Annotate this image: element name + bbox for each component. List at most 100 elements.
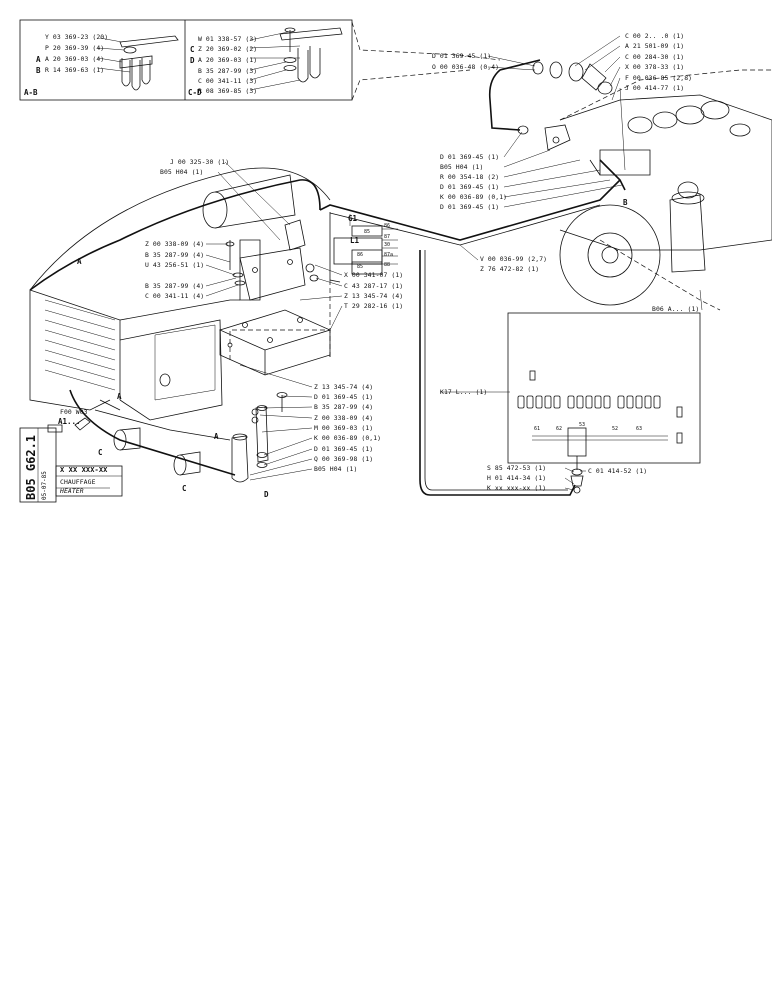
inset-frame	[19, 19, 353, 101]
panel-num-61: 61	[534, 426, 541, 432]
panel-switch	[526, 395, 534, 409]
title-block-part-no: X XX XXX-XX	[60, 466, 108, 474]
title-block-subtitle: HEATER	[60, 487, 84, 495]
ll-label-1: B 35 287-99 (4)	[145, 282, 205, 290]
relay-pin-3: 87	[384, 234, 391, 240]
bm-label-5: M 00 369-03 (1)	[314, 424, 374, 432]
relay-pin-7: 88	[384, 262, 391, 268]
panel-switch	[617, 395, 625, 409]
inset-cd-letter-c: C	[190, 45, 195, 54]
inset-ab-label-2: P 20 369-39 (4)	[45, 44, 105, 52]
inset-cd-parts	[249, 27, 343, 91]
callout-letter-b: B	[623, 198, 628, 207]
lm-label-1: Z 00 338-09 (4)	[145, 240, 205, 248]
bm-label-1: Z 13 345-74 (4)	[314, 383, 374, 391]
inset-cd-caption: C-D	[188, 88, 202, 97]
ll-label-2: C 00 341-11 (4)	[145, 292, 205, 300]
panel-switch	[576, 395, 584, 409]
inset-cd-label-6: R 08 369-85 (3)	[198, 87, 258, 95]
tr-label-5: F 00 036-85 (2,8)	[625, 74, 693, 82]
relay-pin-8: 85	[357, 264, 364, 270]
lower-fittings	[47, 392, 288, 483]
panel-switch	[535, 395, 543, 409]
callout-letter-a-2: A	[117, 392, 122, 401]
inset-ab-parts	[97, 35, 179, 91]
panel-switch	[544, 395, 552, 409]
panel-num-62: 62	[556, 426, 563, 432]
c-label-2: C 43 287-17 (1)	[344, 282, 404, 290]
mr-label-4: D 01 369-45 (1)	[440, 183, 500, 191]
title-block-code: B05 G62.1	[24, 434, 38, 500]
mr-label-3: R 00 354-18 (2)	[440, 173, 500, 181]
callout-letter-a: A	[77, 257, 82, 266]
panel-switch	[585, 395, 593, 409]
inset-cd-label-5: C 00 341-11 (3)	[198, 77, 258, 85]
mr-label-1: D 01 369-45 (1)	[440, 153, 500, 161]
panel-bottom-label-3: K xx xxx-xx (1)	[487, 484, 547, 492]
engine-drawing	[559, 94, 772, 306]
callout-letter-d: D	[264, 490, 269, 499]
callout-letter-c: C	[98, 448, 103, 457]
inset-ab-label-3: A 20 369-03 (4)	[45, 55, 105, 63]
panel-c01-label: C 01 414-52 (1)	[588, 467, 648, 475]
title-block-title: CHAUFFAGE	[60, 478, 96, 486]
lm-label-3: U 43 256-51 (1)	[145, 261, 205, 269]
panel-k17-label: K17 L... (1)	[440, 388, 488, 396]
heater-cabin-box	[29, 167, 332, 421]
inset-cd-letter-d: D	[190, 56, 195, 65]
panel-switch	[517, 395, 525, 409]
marker-a1: A1...	[58, 417, 81, 426]
bm-label-4: Z 00 338-09 (4)	[314, 414, 374, 422]
tm-label-2: O 00 036-48 (0,4)	[432, 63, 500, 71]
inset-ab-label-1: Y 03 369-23 (20)	[45, 33, 109, 41]
inset-cd-label-3: A 20 369-03 (1)	[198, 56, 258, 64]
hose-label-2: Z 76 472-82 (1)	[480, 265, 540, 273]
engine-label-1: J 00 325-30 (1)	[170, 158, 230, 166]
callout-letter-c-2: C	[182, 484, 187, 493]
panel-switch	[594, 395, 602, 409]
c-label-1: X 00 341-07 (1)	[344, 271, 404, 279]
inset-ab-letter-b: B	[36, 66, 41, 75]
tr-label-3: C 00 284-30 (1)	[625, 53, 685, 61]
c-label-4: T 29 282-16 (1)	[344, 302, 404, 310]
relay-l1: L1	[350, 236, 360, 245]
tr-label-1: C 00 2.. .0 (1)	[625, 32, 685, 40]
inset-cd-label-2: Z 20 369-02 (2)	[198, 45, 258, 53]
bm-label-3: B 35 287-99 (4)	[314, 403, 374, 411]
relay-pin-4: 30	[384, 242, 391, 248]
leader-lines	[205, 35, 703, 491]
panel-bottom-label-2: H 01 414-34 (1)	[487, 474, 547, 482]
panel-switch-row	[517, 395, 661, 409]
relay-pin-1: 85	[364, 229, 371, 235]
relay-pin-2: 86	[384, 223, 391, 229]
tr-label-4: X 00 378-33 (1)	[625, 63, 685, 71]
lm-label-2: B 35 287-99 (4)	[145, 251, 205, 259]
relay-pin-5: 86	[357, 252, 364, 258]
inset-cd-label-1: W 01 338-57 (3)	[198, 35, 258, 43]
bm-label-2: D 01 369-45 (1)	[314, 393, 374, 401]
title-block-frame	[19, 427, 123, 503]
mr-label-6: D 01 369-45 (1)	[440, 203, 500, 211]
panel-switch	[603, 395, 611, 409]
panel-num-63: 63	[636, 426, 643, 432]
engine-label-2: B05 H04 (1)	[160, 168, 204, 176]
bm-label-7: D 01 369-45 (1)	[314, 445, 374, 453]
inset-ab-label-4: R 14 369-63 (1)	[45, 66, 105, 74]
bm-label-6: K 00 036-89 (0,1)	[314, 434, 382, 442]
panel-switch	[567, 395, 575, 409]
panel-switch	[644, 395, 652, 409]
hose-label-1: V 00 036-99 (2,7)	[480, 255, 548, 263]
marker-ref: F00 W03	[60, 408, 88, 416]
title-block-date: 05-07-85	[41, 471, 48, 500]
panel-bottom-label-1: S 85 472-53 (1)	[487, 464, 547, 472]
mr-label-5: K 00 036-89 (0,1)	[440, 193, 508, 201]
tr-label-2: A 21 501-09 (1)	[625, 42, 685, 50]
panel-switch	[635, 395, 643, 409]
mr-label-2: B05 H04 (1)	[440, 163, 484, 171]
c-label-3: Z 13 345-74 (4)	[344, 292, 404, 300]
relay-pin-6: 87a	[384, 252, 394, 258]
panel-switch	[553, 395, 561, 409]
panel-num-52: 52	[612, 426, 619, 432]
